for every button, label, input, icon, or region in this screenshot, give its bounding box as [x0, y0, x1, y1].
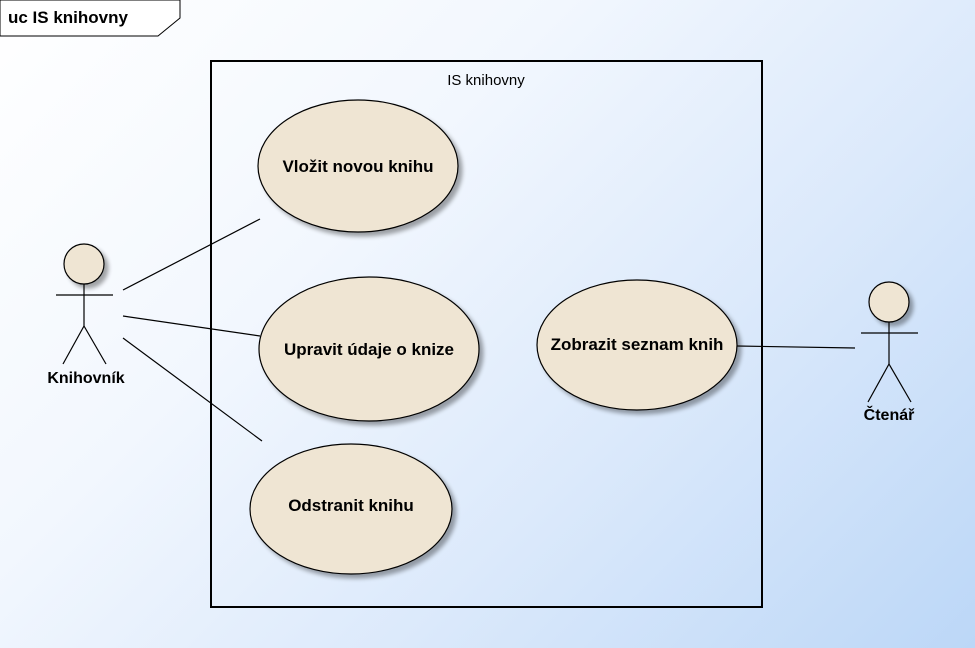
use-case-remove-book-label: Odstranit knihu [288, 496, 414, 515]
actor-reader-icon [861, 281, 918, 403]
use-case-edit-book[interactable]: Upravit údaje o knize [258, 276, 480, 422]
use-case-remove-book[interactable]: Odstranit knihu [249, 443, 453, 575]
system-boundary[interactable]: IS knihovny [210, 60, 763, 608]
association-reader-list-books[interactable] [736, 345, 856, 349]
use-case-add-book-label: Vložit novou knihu [282, 157, 433, 176]
actor-librarian-icon [56, 243, 113, 365]
diagram-frame-title: uc IS knihovny [8, 8, 129, 27]
association-librarian-edit-book[interactable] [122, 315, 261, 337]
actor-librarian-label: Knihovník [47, 370, 124, 387]
actor-reader-label: Čtenář [864, 405, 915, 424]
association-librarian-add-book[interactable] [122, 218, 261, 291]
actor-reader[interactable]: Čtenář [861, 281, 918, 424]
use-case-edit-book-label: Upravit údaje o knize [284, 340, 454, 359]
use-case-list-books[interactable]: Zobrazit seznam knih [536, 279, 738, 411]
diagram-frame-tab: uc IS knihovny [0, 0, 181, 37]
association-librarian-remove-book[interactable] [122, 337, 263, 442]
use-case-list-books-label: Zobrazit seznam knih [551, 335, 724, 354]
system-boundary-label: IS knihovny [447, 72, 525, 89]
actor-librarian[interactable]: Knihovník [47, 243, 125, 387]
use-case-add-book[interactable]: Vložit novou knihu [257, 99, 459, 233]
